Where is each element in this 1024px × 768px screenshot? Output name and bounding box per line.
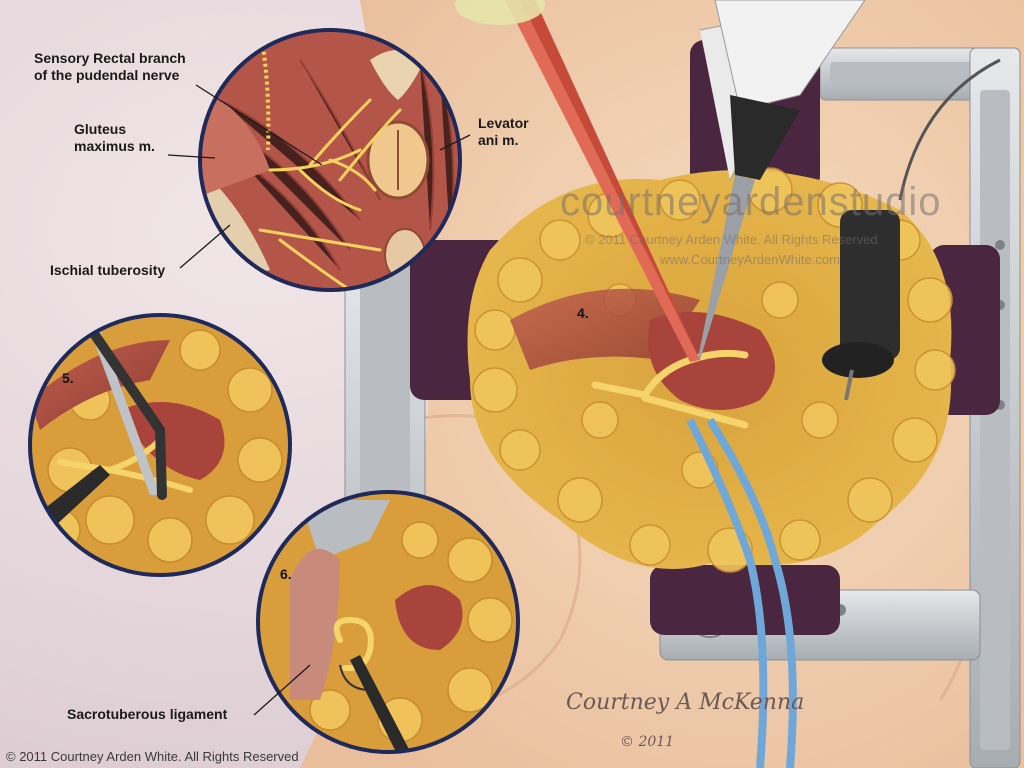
blue-electrode-wires: [686, 417, 797, 768]
label-sensory-rectal-branch: Sensory Rectal branch of the pudendal ne…: [34, 50, 186, 84]
step-5-label: 5.: [62, 370, 74, 386]
watermark-url: www.CourtneyArdenWhite.com: [660, 252, 840, 267]
label-sacrotuberous-ligament: Sacrotuberous ligament: [67, 706, 228, 722]
forceps-red: [455, 0, 700, 362]
step-6-label: 6.: [280, 566, 292, 582]
label-ischial-tuberosity: Ischial tuberosity: [50, 262, 166, 278]
label-gluteus-maximus: Gluteus maximus m.: [74, 121, 155, 155]
label-line: Gluteus: [74, 121, 127, 137]
ground-electrode: [822, 58, 1001, 401]
watermark-studio: courtneyardenstudio: [560, 180, 942, 224]
artist-signature: Courtney A McKenna: [566, 690, 805, 715]
label-line: maximus m.: [74, 138, 155, 154]
footer-copyright: © 2011 Courtney Arden White. All Rights …: [6, 749, 299, 764]
leader-lines: [167, 84, 471, 716]
inset-step-6: [256, 490, 520, 754]
inset-step-5: [28, 313, 292, 577]
label-line: Sensory Rectal branch: [34, 50, 186, 66]
watermark-rights: © 2011 Courtney Arden White. All Rights …: [585, 232, 878, 247]
signature-year: © 2011: [620, 734, 675, 750]
label-line: of the pudendal nerve: [34, 67, 180, 83]
label-line: ani m.: [478, 132, 519, 148]
label-levator-ani: Levator ani m.: [478, 115, 529, 149]
inset-anatomy: [198, 28, 462, 292]
stimulator-probe: [698, 0, 866, 360]
label-line: Levator: [478, 115, 529, 131]
step-4-label: 4.: [577, 305, 589, 321]
